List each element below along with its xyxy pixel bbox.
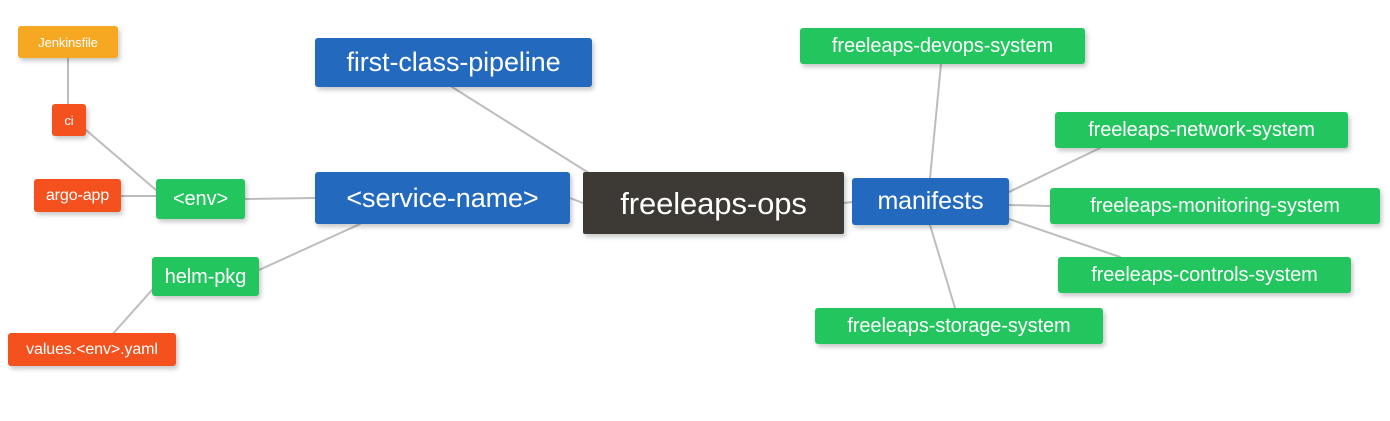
node-helmpkg[interactable]: helm-pkg	[152, 257, 259, 296]
node-manifests[interactable]: manifests	[852, 178, 1009, 225]
node-network[interactable]: freeleaps-network-system	[1055, 112, 1348, 148]
node-label: freeleaps-devops-system	[831, 35, 1054, 57]
node-svcname[interactable]: <service-name>	[315, 172, 570, 224]
edge-manifests-to-network	[1008, 147, 1101, 193]
edge-manifests-to-monitoring	[1008, 204, 1051, 207]
node-env[interactable]: <env>	[156, 179, 245, 219]
edge-helmpkg-to-valuesyaml	[109, 289, 153, 338]
node-root[interactable]: freeleaps-ops	[583, 172, 844, 234]
node-ci[interactable]: ci	[52, 104, 86, 136]
node-label: values.<env>.yaml	[26, 340, 158, 358]
node-label: Jenkinsfile	[38, 34, 98, 50]
edge-manifests-to-controls	[1008, 218, 1121, 258]
node-label: ci	[64, 112, 74, 128]
edge-svcname-to-helmpkg	[258, 223, 361, 271]
node-label: freeleaps-storage-system	[847, 315, 1071, 337]
node-valuesyaml[interactable]: values.<env>.yaml	[8, 333, 176, 366]
node-label: freeleaps-ops	[620, 185, 807, 221]
node-monitoring[interactable]: freeleaps-monitoring-system	[1050, 188, 1380, 224]
node-label: <env>	[172, 188, 229, 210]
node-label: helm-pkg	[164, 265, 247, 288]
edge-manifests-to-devops	[929, 63, 942, 179]
node-label: manifests	[877, 187, 984, 215]
node-controls[interactable]: freeleaps-controls-system	[1058, 257, 1351, 293]
node-label: freeleaps-controls-system	[1091, 264, 1318, 286]
node-argoapp[interactable]: argo-app	[34, 179, 121, 212]
node-label: freeleaps-monitoring-system	[1090, 195, 1340, 217]
node-storage[interactable]: freeleaps-storage-system	[815, 308, 1103, 344]
node-jenkins[interactable]: Jenkinsfile	[18, 26, 118, 58]
node-label: freeleaps-network-system	[1088, 119, 1315, 141]
edge-root-to-manifests	[843, 201, 853, 204]
edge-root-to-svcname	[569, 197, 584, 204]
node-label: argo-app	[45, 186, 110, 204]
edge-manifests-to-storage	[929, 224, 956, 309]
node-fcp[interactable]: first-class-pipeline	[315, 38, 592, 87]
node-devops[interactable]: freeleaps-devops-system	[800, 28, 1085, 64]
edge-svcname-to-env	[244, 197, 316, 200]
node-label: first-class-pipeline	[346, 47, 561, 77]
edge-root-to-fcp	[451, 86, 601, 181]
node-label: <service-name>	[346, 182, 539, 213]
